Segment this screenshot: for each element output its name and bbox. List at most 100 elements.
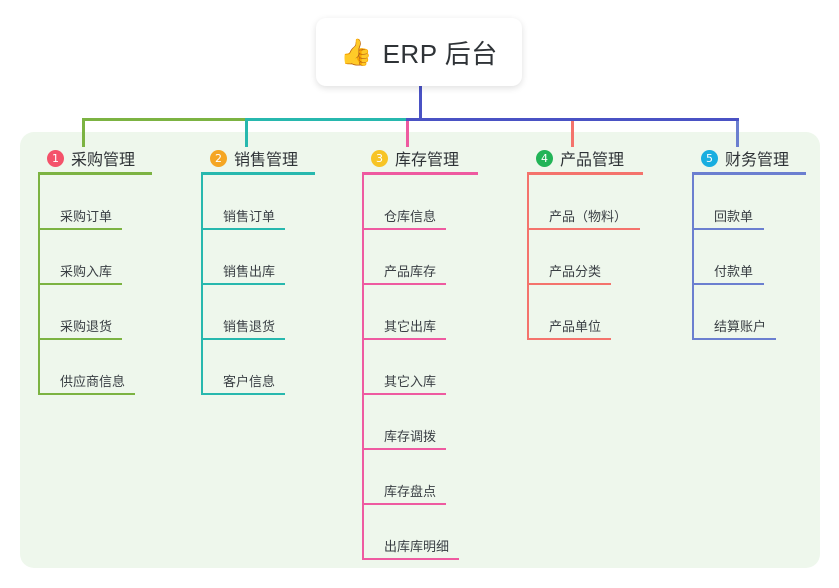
leaf-rule: [362, 503, 446, 505]
branch-number-badge: 3: [371, 149, 388, 167]
connector-stem-5: [736, 118, 739, 147]
leaf-label: 出库库明细: [384, 539, 450, 554]
branch-number-badge: 4: [536, 149, 553, 167]
connector-hbar-3: [406, 118, 574, 121]
leaf-item[interactable]: 仓库信息: [362, 175, 446, 230]
leaf-item[interactable]: 结算账户: [692, 285, 776, 340]
leaf-item[interactable]: 其它出库: [362, 285, 446, 340]
leaf-rule: [362, 338, 446, 340]
leaf-item[interactable]: 库存盘点: [362, 450, 446, 505]
leaf-item[interactable]: 客户信息: [201, 340, 285, 395]
connector-hbar-2: [245, 118, 409, 121]
leaf-label: 其它出库: [384, 319, 437, 334]
leaf-label: 供应商信息: [60, 374, 126, 389]
branch-items: 回款单付款单结算账户: [692, 175, 789, 340]
connector-hbar-4: [571, 118, 739, 121]
leaf-item[interactable]: 销售订单: [201, 175, 285, 230]
leaf-rule: [527, 283, 611, 285]
leaf-item[interactable]: 采购订单: [38, 175, 122, 230]
branch-header-2[interactable]: 2 销售管理: [201, 141, 315, 175]
leaf-label: 其它入库: [384, 374, 437, 389]
leaf-label: 回款单: [714, 209, 754, 224]
branch-column-5: 5 财务管理回款单付款单结算账户: [692, 141, 806, 340]
root-node[interactable]: 👍 ERP 后台: [316, 18, 522, 86]
branch-header-rule: [362, 172, 478, 175]
branch-column-1: 1 采购管理采购订单采购入库采购退货供应商信息: [38, 141, 152, 395]
root-title: ERP 后台: [382, 38, 498, 69]
leaf-rule: [692, 338, 776, 340]
branch-spine: [38, 175, 40, 395]
leaf-rule: [201, 228, 285, 230]
leaf-rule: [38, 283, 122, 285]
thumbs-up-icon: 👍: [340, 37, 373, 67]
leaf-rule: [527, 228, 640, 230]
branch-header-5[interactable]: 5 财务管理: [692, 141, 806, 175]
branch-items: 采购订单采购入库采购退货供应商信息: [38, 175, 135, 395]
connector-hbar-1: [82, 118, 248, 121]
leaf-label: 库存盘点: [384, 484, 437, 499]
leaf-label: 销售出库: [223, 264, 276, 279]
branch-title: 采购管理: [71, 152, 136, 169]
leaf-rule: [38, 228, 122, 230]
branch-header-rule: [201, 172, 315, 175]
leaf-label: 产品库存: [384, 264, 437, 279]
branch-spine: [362, 175, 364, 560]
branch-header-rule: [38, 172, 152, 175]
diagram-panel: [20, 132, 820, 568]
leaf-item[interactable]: 供应商信息: [38, 340, 135, 395]
leaf-item[interactable]: 回款单: [692, 175, 764, 230]
branch-header-rule: [527, 172, 643, 175]
connector-stem-1: [82, 118, 85, 147]
branch-number-badge: 1: [47, 149, 64, 167]
leaf-item[interactable]: 付款单: [692, 230, 764, 285]
branch-title: 财务管理: [725, 152, 790, 169]
leaf-item[interactable]: 出库库明细: [362, 505, 459, 560]
connector-stem-2: [245, 118, 248, 147]
leaf-rule: [38, 393, 135, 395]
leaf-rule: [38, 338, 122, 340]
branch-items: 产品（物料） 产品分类产品单位: [527, 175, 640, 340]
leaf-item[interactable]: 销售退货: [201, 285, 285, 340]
leaf-rule: [201, 338, 285, 340]
leaf-item[interactable]: 产品（物料）: [527, 175, 640, 230]
leaf-item[interactable]: 产品库存: [362, 230, 446, 285]
leaf-label: 产品分类: [549, 264, 602, 279]
leaf-item[interactable]: 采购入库: [38, 230, 122, 285]
branch-header-1[interactable]: 1 采购管理: [38, 141, 152, 175]
connector-stem-3: [406, 118, 409, 147]
leaf-label: 采购退货: [60, 319, 113, 334]
leaf-rule: [362, 448, 446, 450]
leaf-item[interactable]: 库存调拨: [362, 395, 446, 450]
leaf-rule: [362, 393, 446, 395]
branch-items: 销售订单销售出库销售退货客户信息: [201, 175, 298, 395]
leaf-item[interactable]: 销售出库: [201, 230, 285, 285]
leaf-label: 库存调拨: [384, 429, 437, 444]
leaf-item[interactable]: 产品分类: [527, 230, 611, 285]
leaf-label: 付款单: [714, 264, 754, 279]
branch-number-badge: 5: [701, 149, 718, 167]
leaf-item[interactable]: 其它入库: [362, 340, 446, 395]
leaf-label: 客户信息: [223, 374, 276, 389]
branch-number-badge: 2: [210, 149, 227, 167]
leaf-label: 采购入库: [60, 264, 113, 279]
leaf-rule: [362, 283, 446, 285]
branch-title: 销售管理: [234, 152, 299, 169]
branch-column-2: 2 销售管理销售订单销售出库销售退货客户信息: [201, 141, 315, 395]
branch-header-rule: [692, 172, 806, 175]
leaf-label: 结算账户: [714, 319, 767, 334]
leaf-label: 仓库信息: [384, 209, 437, 224]
leaf-item[interactable]: 产品单位: [527, 285, 611, 340]
leaf-rule: [692, 283, 764, 285]
branch-spine: [692, 175, 694, 340]
leaf-rule: [362, 558, 459, 560]
leaf-item[interactable]: 采购退货: [38, 285, 122, 340]
leaf-label: 销售退货: [223, 319, 276, 334]
leaf-rule: [362, 228, 446, 230]
leaf-label: 产品单位: [549, 319, 602, 334]
branch-items: 仓库信息产品库存其它出库其它入库库存调拨库存盘点出库库明细: [362, 175, 459, 560]
leaf-rule: [201, 393, 285, 395]
